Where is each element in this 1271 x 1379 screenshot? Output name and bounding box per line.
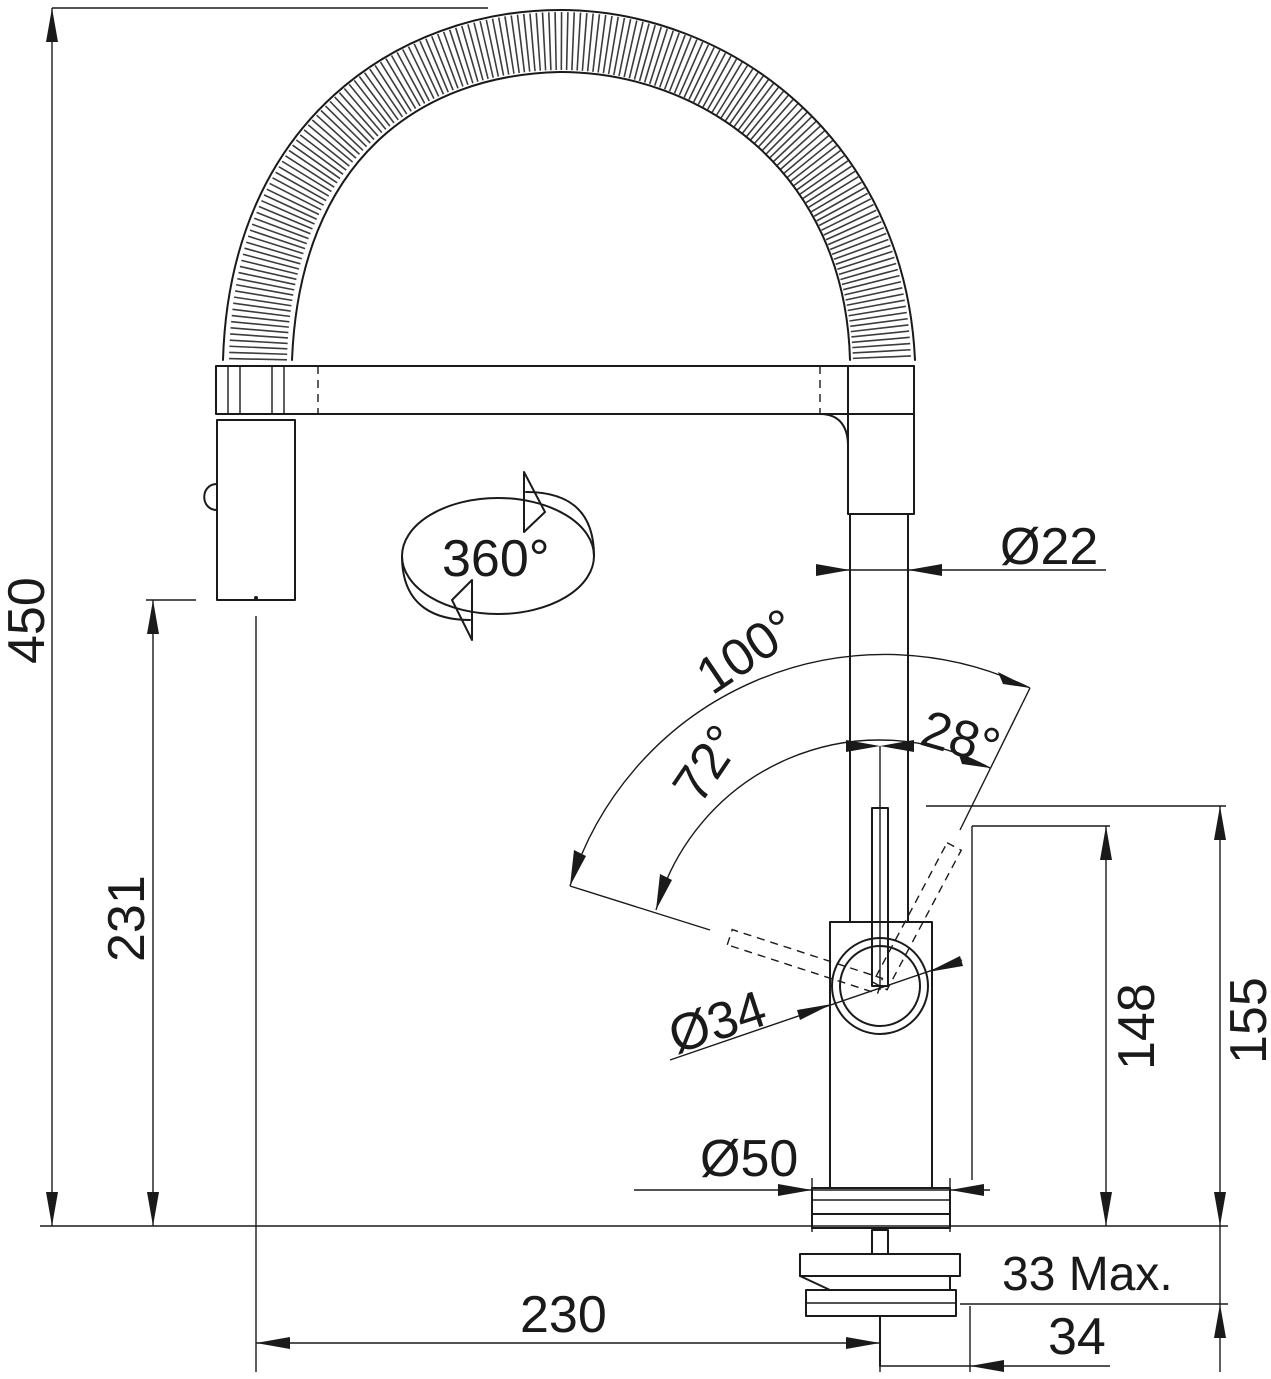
dimension-labels: 450 231 Ø22 100° 72° 28° Ø34 Ø50 148 155… [0, 518, 1271, 1366]
dim-diameter-34: Ø34 [662, 980, 773, 1066]
dimension-lines [40, 7, 1228, 1372]
faucet-outline [203, 9, 963, 1367]
rotation-360-icon: 360° [401, 471, 595, 641]
dim-231: 231 [98, 875, 156, 962]
dim-148: 148 [1108, 983, 1166, 1070]
dim-230: 230 [520, 1286, 607, 1344]
dim-33-max: 33 Max. [1002, 1248, 1173, 1301]
dim-angle-28: 28° [915, 700, 1007, 777]
dim-angle-100: 100° [686, 598, 808, 706]
dim-155: 155 [1220, 977, 1271, 1064]
dim-450: 450 [0, 577, 56, 664]
dim-diameter-22: Ø22 [1000, 518, 1098, 576]
dim-diameter-50: Ø50 [700, 1130, 798, 1188]
dim-34: 34 [1048, 1308, 1106, 1366]
rotation-label: 360° [442, 530, 550, 588]
